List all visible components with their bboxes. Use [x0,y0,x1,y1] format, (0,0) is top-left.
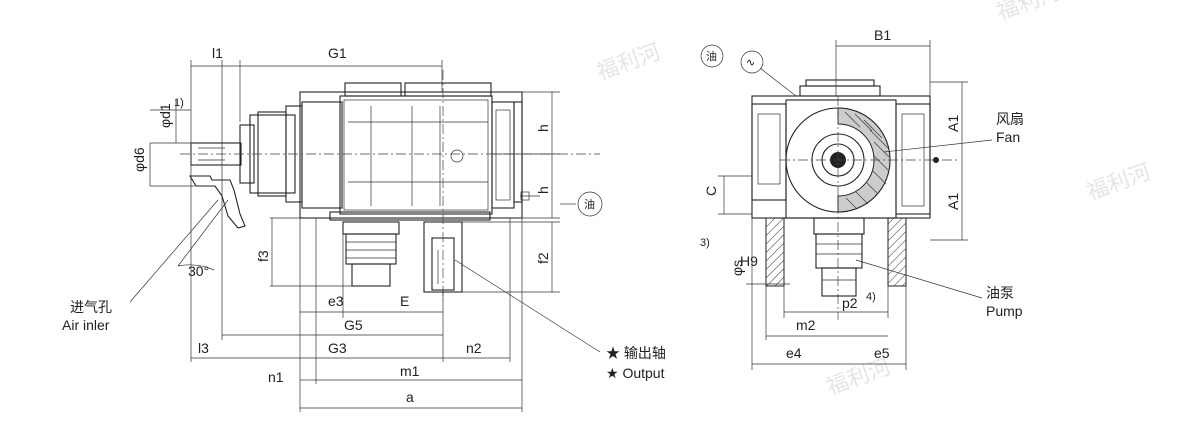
side-callouts: 风扇 Fan 油泵 Pump [855,111,1024,319]
dim-e4: e4 [786,345,802,361]
dim-m2: m2 [796,317,816,333]
pump-cn: 油泵 [986,285,1014,301]
dim-A1-lower: A1 [945,193,961,210]
fan-cn: 风扇 [996,111,1024,127]
dim-p2: p2 [842,295,858,311]
air-inlet-en: Air inler [62,317,110,333]
front-view [180,70,600,300]
dim-l1: l1 [212,45,223,61]
oil-fill-icon [700,44,724,68]
dim-G1: G1 [328,45,347,61]
dim-h-upper: h [535,124,551,132]
svg-text:福利河: 福利河 [993,0,1064,25]
dim-n1: n1 [268,369,284,385]
dim-G5: G5 [344,317,363,333]
dim-E: E [400,293,409,309]
note-4: 4) [866,291,876,303]
svg-text:福利河: 福利河 [1083,159,1154,205]
svg-text:油: 油 [706,49,717,63]
dim-l3: l3 [198,340,209,356]
note-3: 3) [700,237,710,249]
air-inlet-cn: 进气孔 [70,299,112,315]
svg-text:福利河: 福利河 [593,39,664,85]
front-callouts: 进气孔 Air inler ★ 输出轴 ★ Output 油 [62,191,666,381]
svg-text:∿: ∿ [746,57,755,69]
vent-icon [740,50,764,74]
svg-text:油: 油 [584,197,595,211]
front-dimension-lines [149,65,553,409]
side-dimension-lines [718,40,968,370]
dim-B1: B1 [874,27,891,43]
fan-hatch [837,107,891,213]
side-dimension-labels: B1 A1 A1 C 3) φs H9 p2 4) m2 e4 e5 [700,27,961,361]
output-en: ★ Output [606,365,665,381]
dim-phi-d1: φd1 [157,103,173,128]
dim-H9: H9 [740,253,758,269]
front-extension-lines [150,60,560,412]
dim-C: C [703,186,719,196]
dim-phi-d6: φd6 [131,147,147,172]
pump-en: Pump [986,303,1023,319]
output-cn: ★ 输出轴 [606,345,666,361]
dim-f2: f2 [535,252,551,264]
dim-m1: m1 [400,363,420,379]
front-dimension-labels: l1 G1 φd1 1) φd6 h h f3 f2 30° e3 E G5 l… [131,45,551,405]
dim-a: a [406,389,414,405]
dim-h-lower: h [535,186,551,194]
dim-angle: 30° [188,263,209,279]
dim-e5: e5 [874,345,890,361]
dim-G3: G3 [328,340,347,356]
note-1: 1) [174,97,184,109]
watermark: 福利河 福利河 福利河 福利河 [593,0,1154,400]
side-view: 油 ∿ [700,44,960,320]
dim-n2: n2 [466,340,482,356]
dim-f3: f3 [255,250,271,262]
dim-phi-s: φs [729,260,745,276]
fan-en: Fan [996,129,1020,145]
dim-A1-upper: A1 [945,115,961,132]
dim-e3: e3 [328,293,344,309]
oil-drain-icon [577,191,603,217]
